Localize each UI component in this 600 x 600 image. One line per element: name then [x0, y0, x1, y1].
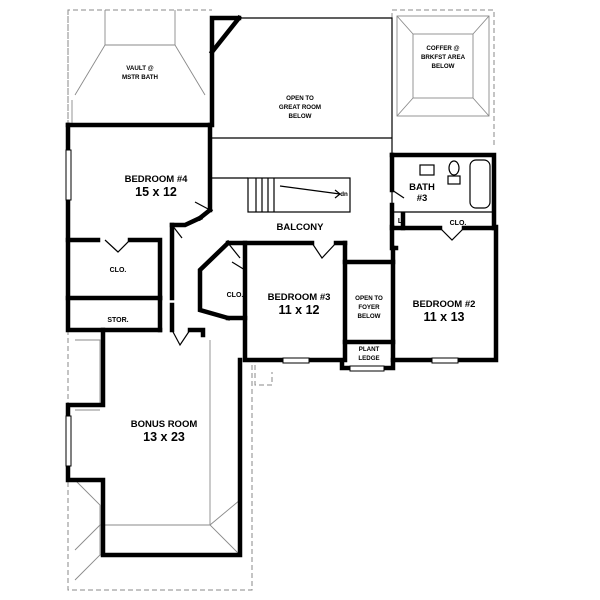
room-label-vault: VAULT @ MSTR BATH: [122, 65, 159, 81]
interior-walls: [242, 211, 494, 363]
open-foyer-line2: FOYER: [358, 304, 380, 311]
vault-line1: VAULT @: [126, 65, 153, 72]
coffer-line2: BRKFST AREA: [421, 54, 466, 61]
plant-ledge-line2: LEDGE: [358, 355, 379, 362]
open-great-line2: GREAT ROOM: [279, 104, 321, 111]
room-label-bedroom2: BEDROOM #2 11 x 13: [413, 299, 476, 324]
open-great-line3: BELOW: [288, 113, 311, 120]
room-label-open-great: OPEN TO GREAT ROOM BELOW: [279, 95, 321, 120]
windows: [65, 149, 459, 467]
room-label-bedroom4: BEDROOM #4 15 x 12: [125, 174, 189, 199]
coffer-line1: COFFER @: [426, 45, 459, 52]
room-label-bedroom3: BEDROOM #3 11 x 12: [268, 292, 331, 317]
bedroom4-name: BEDROOM #4: [125, 174, 189, 185]
room-label-plant-ledge: PLANT LEDGE: [358, 346, 379, 362]
door-swings: [104, 189, 465, 347]
room-label-open-foyer: OPEN TO FOYER BELOW: [355, 295, 383, 320]
stor-label: STOR.: [107, 317, 128, 324]
bedroom2-dims: 11 x 13: [423, 310, 464, 324]
bath-fixtures: [419, 159, 491, 209]
bonus-dims: 13 x 23: [143, 430, 185, 444]
plant-ledge-line1: PLANT: [359, 346, 380, 353]
coffer-outline: [396, 15, 490, 117]
clo-bed3-label: CLO.: [227, 292, 244, 299]
open-great-line1: OPEN TO: [286, 95, 314, 102]
vault-outline: [71, 10, 206, 125]
exterior-walls: [65, 14, 499, 558]
bonus-roof-outline: [74, 339, 241, 581]
balcony-label: BALCONY: [277, 222, 325, 233]
bedroom4-dims: 15 x 12: [135, 185, 177, 199]
bath3-line2: #3: [417, 193, 428, 204]
bedroom2-name: BEDROOM #2: [413, 299, 476, 310]
room-label-coffer: COFFER @ BRKFST AREA BELOW: [421, 45, 466, 70]
open-to-great-room-outline: [212, 17, 393, 208]
room-label-bath3: BATH #3: [409, 182, 435, 204]
linen-label: L.: [398, 218, 404, 225]
bedroom3-name: BEDROOM #3: [268, 292, 331, 303]
stair: [247, 177, 351, 213]
clo-bath-label: CLO.: [450, 220, 467, 227]
open-foyer-line3: BELOW: [357, 313, 380, 320]
bath3-line1: BATH: [409, 182, 435, 193]
stair-direction-label: dn: [340, 191, 348, 198]
vault-line2: MSTR BATH: [122, 74, 159, 81]
bonus-name: BONUS ROOM: [131, 419, 198, 430]
room-label-bonus: BONUS ROOM 13 x 23: [131, 419, 198, 444]
coffer-line3: BELOW: [431, 63, 454, 70]
clo-bed4-label: CLO.: [110, 267, 127, 274]
open-foyer-line1: OPEN TO: [355, 295, 383, 302]
bedroom3-dims: 11 x 12: [278, 303, 319, 317]
